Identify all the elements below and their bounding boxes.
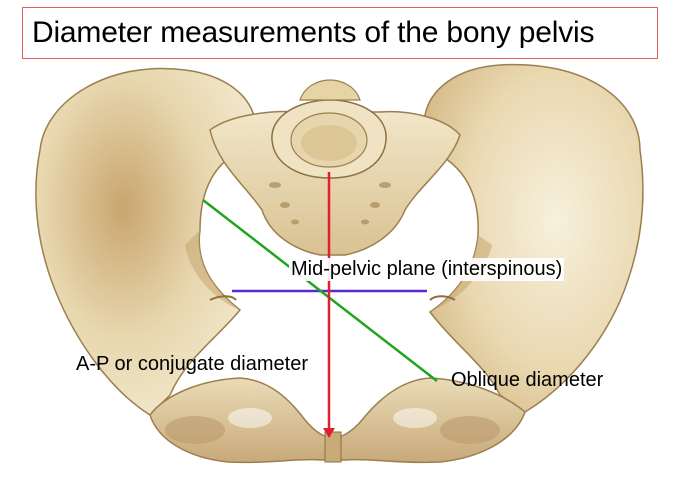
left-iliac-wing bbox=[35, 67, 256, 416]
page-title: Diameter measurements of the bony pelvis bbox=[32, 16, 595, 49]
oblique-line bbox=[202, 199, 438, 382]
ap-label: A-P or conjugate diameter bbox=[76, 353, 308, 375]
pubic-symphysis bbox=[324, 431, 342, 463]
right-iliac-wing bbox=[424, 63, 644, 413]
title-box: Diameter measurements of the bony pelvis bbox=[22, 7, 658, 59]
midpelvic-label: Mid-pelvic plane (interspinous) bbox=[289, 258, 565, 281]
ap-arrowhead bbox=[323, 428, 335, 438]
pubic-arch bbox=[149, 377, 526, 464]
oblique-label: Oblique diameter bbox=[451, 369, 604, 391]
